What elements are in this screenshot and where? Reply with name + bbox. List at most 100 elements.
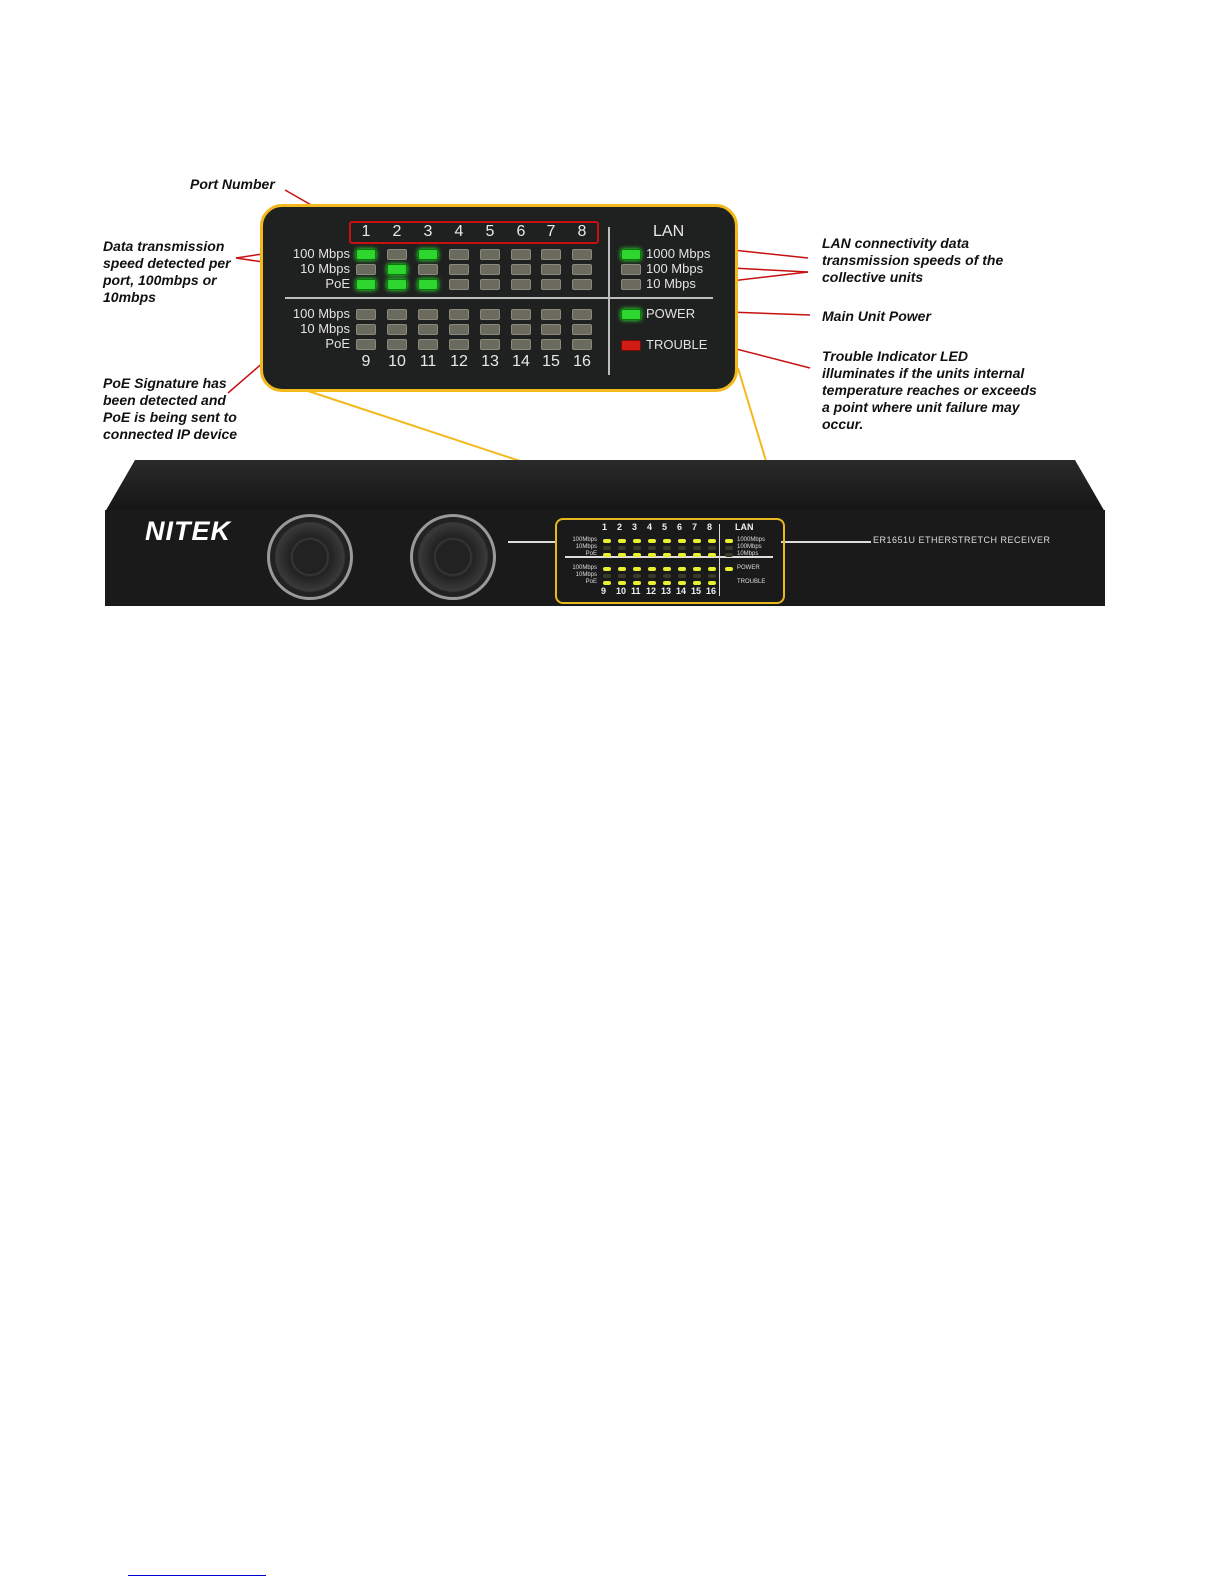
mini-led xyxy=(633,581,641,585)
mini-led xyxy=(603,574,611,578)
port-led xyxy=(541,249,561,260)
mini-port-number: 2 xyxy=(617,522,623,532)
port-led xyxy=(480,309,500,320)
mini-port-number: 6 xyxy=(677,522,683,532)
row-label: 10 Mbps xyxy=(300,261,350,276)
mini-row-label: 100Mbps xyxy=(572,537,597,543)
port-led xyxy=(572,279,592,290)
mini-led xyxy=(693,539,701,543)
port-led xyxy=(541,339,561,350)
mini-led xyxy=(693,546,701,550)
mini-power-label: POWER xyxy=(737,565,760,571)
mini-port-number: 3 xyxy=(632,522,638,532)
port-led xyxy=(449,309,469,320)
port-led xyxy=(449,339,469,350)
port-number: 14 xyxy=(512,353,530,370)
horizontal-divider xyxy=(285,297,713,299)
port-led xyxy=(387,249,407,260)
mini-led xyxy=(648,581,656,585)
lan-led xyxy=(621,279,641,290)
port-led xyxy=(387,279,407,290)
port-led xyxy=(572,249,592,260)
port-led xyxy=(356,339,376,350)
port-number: 11 xyxy=(419,353,437,370)
mini-led xyxy=(648,567,656,571)
port-led xyxy=(356,279,376,290)
port-led xyxy=(449,324,469,335)
mini-power-led xyxy=(725,567,733,571)
mini-led xyxy=(618,539,626,543)
lan-speed-label: 1000 Mbps xyxy=(646,246,711,261)
port-led xyxy=(387,339,407,350)
mini-led xyxy=(633,574,641,578)
model-name: ER1651U ETHERSTRETCH RECEIVER xyxy=(873,535,1051,545)
mini-lan-label: 1000Mbps xyxy=(737,537,766,543)
port-led xyxy=(449,249,469,260)
power-led xyxy=(621,309,641,320)
mini-led xyxy=(603,546,611,550)
mini-port-number: 16 xyxy=(706,586,717,596)
mini-row-label: 100Mbps xyxy=(572,565,597,571)
power-label: POWER xyxy=(646,306,696,321)
port-number: 16 xyxy=(573,353,591,370)
row-label: PoE xyxy=(325,276,350,291)
port-number: 15 xyxy=(542,353,560,370)
mini-row-label: 10Mbps xyxy=(575,572,597,578)
mini-led xyxy=(708,553,716,557)
mini-led xyxy=(633,567,641,571)
mini-led xyxy=(648,539,656,543)
mini-led xyxy=(708,567,716,571)
port-number: 10 xyxy=(388,353,406,370)
port-led xyxy=(511,249,531,260)
mini-led xyxy=(663,574,671,578)
port-led xyxy=(541,324,561,335)
port-led xyxy=(387,309,407,320)
port-led xyxy=(480,339,500,350)
mini-led xyxy=(678,539,686,543)
port-number: 9 xyxy=(361,353,371,370)
mini-led xyxy=(648,574,656,578)
mini-led xyxy=(663,581,671,585)
port-led xyxy=(418,324,438,335)
mini-led xyxy=(618,546,626,550)
mini-led xyxy=(618,581,626,585)
mini-led xyxy=(603,567,611,571)
mini-led xyxy=(633,539,641,543)
mini-led xyxy=(678,581,686,585)
trouble-led xyxy=(621,340,641,351)
mini-led xyxy=(708,574,716,578)
port-led xyxy=(541,309,561,320)
mini-led xyxy=(678,553,686,557)
lan-speed-label: 100 Mbps xyxy=(646,261,704,276)
port-number: 13 xyxy=(481,353,499,370)
port-number: 5 xyxy=(485,223,495,240)
divider-line xyxy=(781,541,871,543)
port-led xyxy=(480,249,500,260)
mini-port-number: 15 xyxy=(691,586,702,596)
mini-led xyxy=(633,553,641,557)
mini-led xyxy=(678,546,686,550)
port-led xyxy=(356,309,376,320)
port-led xyxy=(387,324,407,335)
footer-link[interactable] xyxy=(128,1575,266,1576)
port-led xyxy=(511,264,531,275)
port-led xyxy=(449,279,469,290)
port-number: 12 xyxy=(450,353,468,370)
mini-led xyxy=(618,567,626,571)
port-led xyxy=(572,309,592,320)
port-led xyxy=(356,324,376,335)
port-led xyxy=(480,279,500,290)
mini-led xyxy=(678,574,686,578)
port-number: 7 xyxy=(546,223,556,240)
mini-led xyxy=(693,567,701,571)
lan-led xyxy=(621,264,641,275)
mini-led xyxy=(708,539,716,543)
mini-led xyxy=(708,546,716,550)
port-led xyxy=(541,279,561,290)
port-led xyxy=(511,339,531,350)
mini-led xyxy=(603,553,611,557)
mini-led xyxy=(603,539,611,543)
